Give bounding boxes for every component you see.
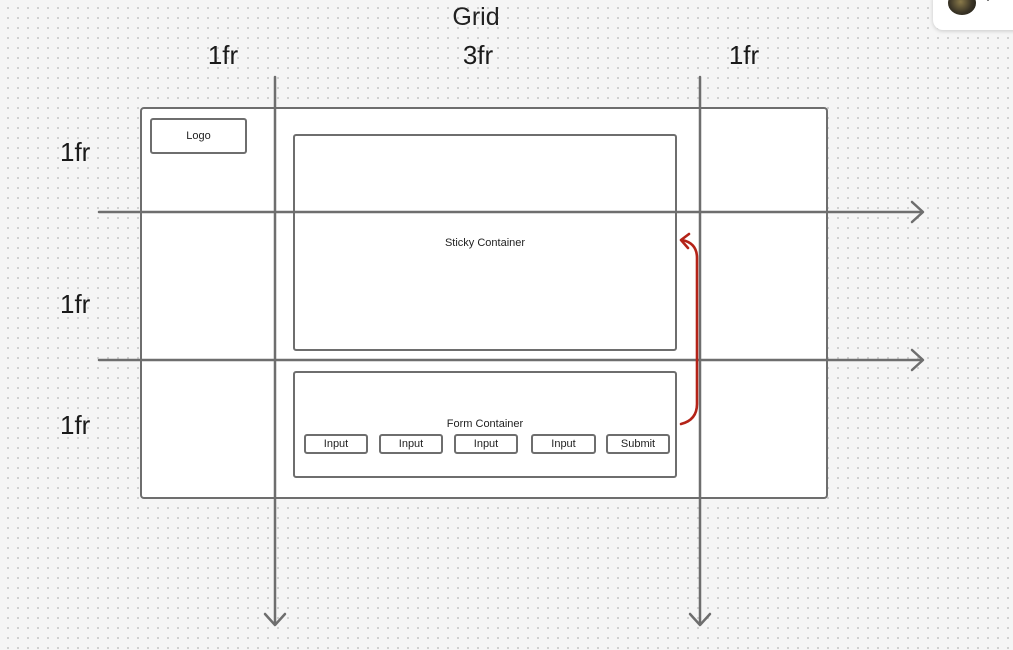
submit-label: Submit: [620, 438, 656, 450]
avatar-icon[interactable]: [948, 0, 976, 15]
form-input-label: Input: [398, 438, 424, 450]
form-input-4: Input: [531, 434, 596, 454]
row-label-3: 1fr: [60, 410, 91, 440]
column-label-1: 1fr: [207, 40, 239, 70]
form-input-label: Input: [323, 438, 349, 450]
form-container-label: Form Container: [446, 418, 524, 430]
diagram-title: Grid: [452, 3, 500, 31]
sticky-container-label: Sticky Container: [444, 237, 526, 249]
form-input-1: Input: [304, 434, 368, 454]
logo-box: Logo: [150, 118, 247, 154]
chevron-down-icon[interactable]: [982, 0, 994, 5]
row-label-1: 1fr: [60, 137, 91, 167]
form-input-2: Input: [379, 434, 443, 454]
logo-label: Logo: [186, 130, 211, 142]
row-divider-bottom-arrowhead: [910, 348, 925, 372]
submit-button: Submit: [606, 434, 670, 454]
form-input-label: Input: [473, 438, 499, 450]
form-container: [293, 371, 677, 478]
row-divider-top-arrowhead: [910, 200, 925, 224]
row-label-2: 1fr: [60, 289, 91, 319]
column-label-2: 3fr: [462, 40, 494, 70]
column-divider-left-arrowhead: [263, 612, 287, 627]
form-input-3: Input: [454, 434, 518, 454]
column-divider-right-arrowhead: [688, 612, 712, 627]
sticky-container: [293, 134, 677, 351]
form-input-label: Input: [551, 438, 576, 450]
column-label-3: 1fr: [728, 40, 760, 70]
